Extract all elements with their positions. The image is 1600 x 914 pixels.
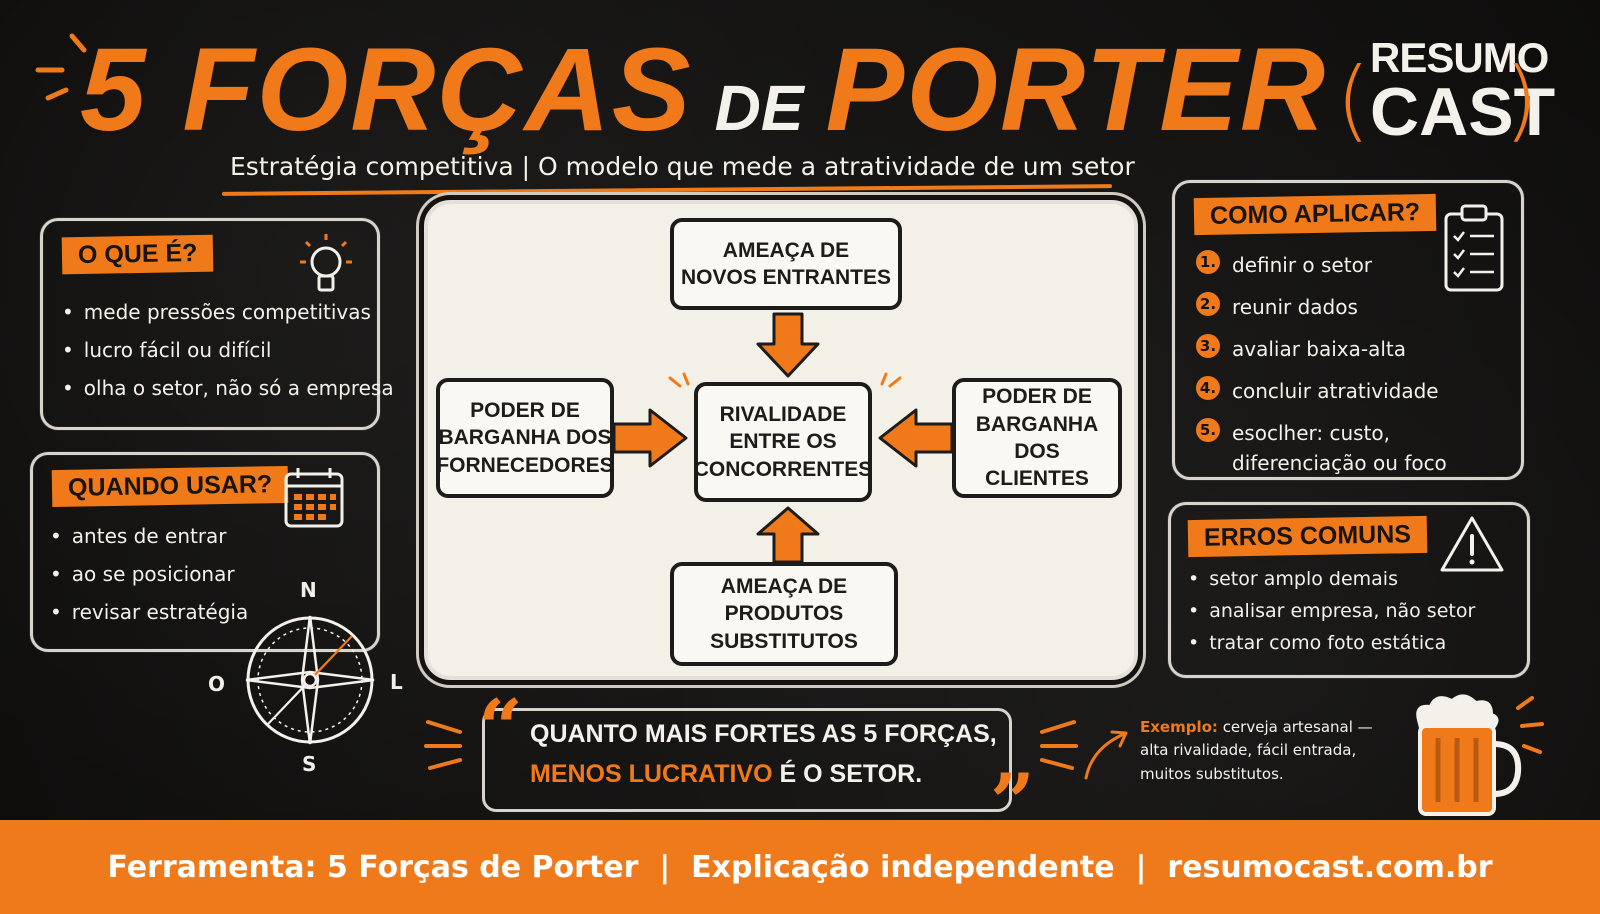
quote-box	[482, 708, 1012, 812]
como-aplicar-steps: 1. definir o setor 2. reunir dados 3. avali…	[1196, 250, 1447, 490]
title-part-3: PORTER	[825, 24, 1328, 156]
heading-erros-comuns: ERROS COMUNS	[1187, 515, 1428, 558]
panel-quando-usar	[30, 452, 380, 652]
step-number: 1.	[1196, 250, 1220, 274]
list-item: tratar como foto estática	[1188, 632, 1475, 654]
list-item: ao se posicionar	[50, 562, 248, 586]
calendar-icon	[284, 468, 344, 528]
compass-label-s: S	[302, 752, 317, 776]
step-number: 5.	[1196, 418, 1220, 442]
logo-paren-close: )	[1504, 48, 1539, 151]
step-number: 4.	[1196, 376, 1220, 400]
compass-label-l: L	[390, 670, 403, 694]
example-line-2: alta rivalidade, fácil entrada,	[1140, 741, 1357, 760]
o-que-e-list: mede pressões competitivas lucro fácil o…	[62, 300, 394, 414]
warning-icon	[1440, 516, 1504, 572]
example-line-3: muitos substitutos.	[1140, 764, 1284, 783]
title-part-1: 5 FORÇAS	[80, 24, 693, 156]
emphasis-lines-left-icon	[424, 720, 462, 770]
step-number: 3.	[1196, 334, 1220, 358]
force-suppliers: PODER DE BARGANHA DOS FORNECEDORES	[436, 378, 614, 498]
quote-rest: É O SETOR.	[772, 760, 923, 788]
compass-icon	[245, 615, 375, 745]
panel-erros-comuns	[1168, 502, 1530, 678]
list-item: mede pressões competitivas	[62, 300, 394, 324]
page-title: 5 FORÇAS DE PORTER	[80, 22, 1327, 162]
arrow-left-icon	[878, 408, 954, 468]
list-item: lucro fácil ou difícil	[62, 338, 394, 362]
compass-label-n: N	[300, 578, 317, 602]
erros-comuns-list: setor amplo demais analisar empresa, não…	[1188, 568, 1475, 664]
list-item: analisar empresa, não setor	[1188, 600, 1475, 622]
step-text: avaliar baixa-alta	[1232, 337, 1407, 361]
force-buyers-label: PODER DE BARGANHA DOS CLIENTES	[975, 385, 1099, 491]
panel-como-aplicar	[1172, 180, 1524, 480]
emphasis-marks-icon	[668, 372, 902, 388]
force-buyers: PODER DE BARGANHA DOS CLIENTES	[952, 378, 1122, 498]
step-text: concluir atratividade	[1232, 379, 1439, 403]
emphasis-lines-right-icon	[1040, 720, 1078, 770]
compass-label-o: O	[208, 672, 226, 696]
force-substitutes: AMEAÇA DE PRODUTOS SUBSTITUTOS	[670, 562, 898, 666]
list-item: antes de entrar	[50, 524, 248, 548]
step-text: definir o setor	[1232, 253, 1373, 277]
list-item: 2. reunir dados	[1196, 292, 1447, 322]
quote-line-1: QUANTO MAIS FORTES AS 5 FORÇAS,	[530, 720, 997, 748]
heading-quando-usar: QUANDO USAR?	[51, 465, 289, 508]
subtitle-underline	[221, 184, 1113, 196]
title-part-2: DE	[714, 72, 804, 144]
logo-paren-open: (	[1336, 48, 1371, 151]
force-new-entrants-label: AMEAÇA DE NOVOS ENTRANTES	[680, 238, 892, 289]
step-text: reunir dados	[1232, 295, 1358, 319]
step-number: 2.	[1196, 292, 1220, 316]
curved-arrow-icon	[1084, 730, 1128, 780]
quote-line-2: MENOS LUCRATIVO É O SETOR.	[530, 760, 922, 789]
subtitle: Estratégia competitiva | O modelo que me…	[230, 152, 1135, 181]
logo-line-2: CAST	[1370, 74, 1556, 150]
force-substitutes-label: AMEAÇA DE PRODUTOS SUBSTITUTOS	[710, 575, 858, 653]
quote-highlight: MENOS LUCRATIVO	[530, 760, 773, 788]
force-suppliers-label: PODER DE BARGANHA DOS FORNECEDORES	[436, 399, 614, 477]
arrow-down-icon	[756, 312, 820, 378]
quando-usar-list: antes de entrar ao se posicionar revisar…	[50, 524, 248, 638]
force-rivalry-label: RIVALIDADE ENTRE OS CONCORRENTES	[693, 403, 873, 481]
force-new-entrants: AMEAÇA DE NOVOS ENTRANTES	[670, 218, 902, 310]
list-item: 4. concluir atratividade	[1196, 376, 1447, 406]
spark-icon	[35, 33, 87, 101]
quote-open-icon: “	[478, 683, 523, 774]
example-label: Exemplo:	[1140, 718, 1218, 736]
beer-mug-icon	[1416, 694, 1544, 816]
panel-o-que-e	[40, 218, 380, 430]
lightbulb-icon	[300, 234, 352, 292]
list-item: 3. avaliar baixa-alta	[1196, 334, 1447, 364]
list-item: revisar estratégia	[50, 600, 248, 624]
list-item: 1. definir o setor	[1196, 250, 1447, 280]
footer-text: Ferramenta: 5 Forças de Porter | Explica…	[107, 849, 1493, 885]
list-item: setor amplo demais	[1188, 568, 1475, 590]
logo-line-1: RESUMO	[1370, 34, 1549, 81]
list-item: 5. esoclher: custo, diferenciação ou foco	[1196, 418, 1447, 478]
force-rivalry: RIVALIDADE ENTRE OS CONCORRENTES	[694, 382, 872, 502]
clipboard-icon	[1444, 204, 1504, 292]
example-note: Exemplo: cerveja artesanal — alta rivali…	[1140, 716, 1373, 786]
example-text: cerveja artesanal —	[1217, 718, 1373, 736]
heading-como-aplicar: COMO APLICAR?	[1193, 193, 1437, 236]
step-text: esoclher: custo, diferenciação ou foco	[1232, 421, 1447, 475]
list-item: olha o setor, não só a empresa	[62, 376, 394, 400]
heading-o-que-e: O QUE É?	[61, 234, 214, 275]
footer-banner: Ferramenta: 5 Forças de Porter | Explica…	[0, 820, 1600, 914]
arrow-up-icon	[756, 506, 820, 564]
arrow-right-icon	[612, 408, 688, 468]
resumocast-logo: ( RESUMO CAST )	[1336, 30, 1555, 160]
